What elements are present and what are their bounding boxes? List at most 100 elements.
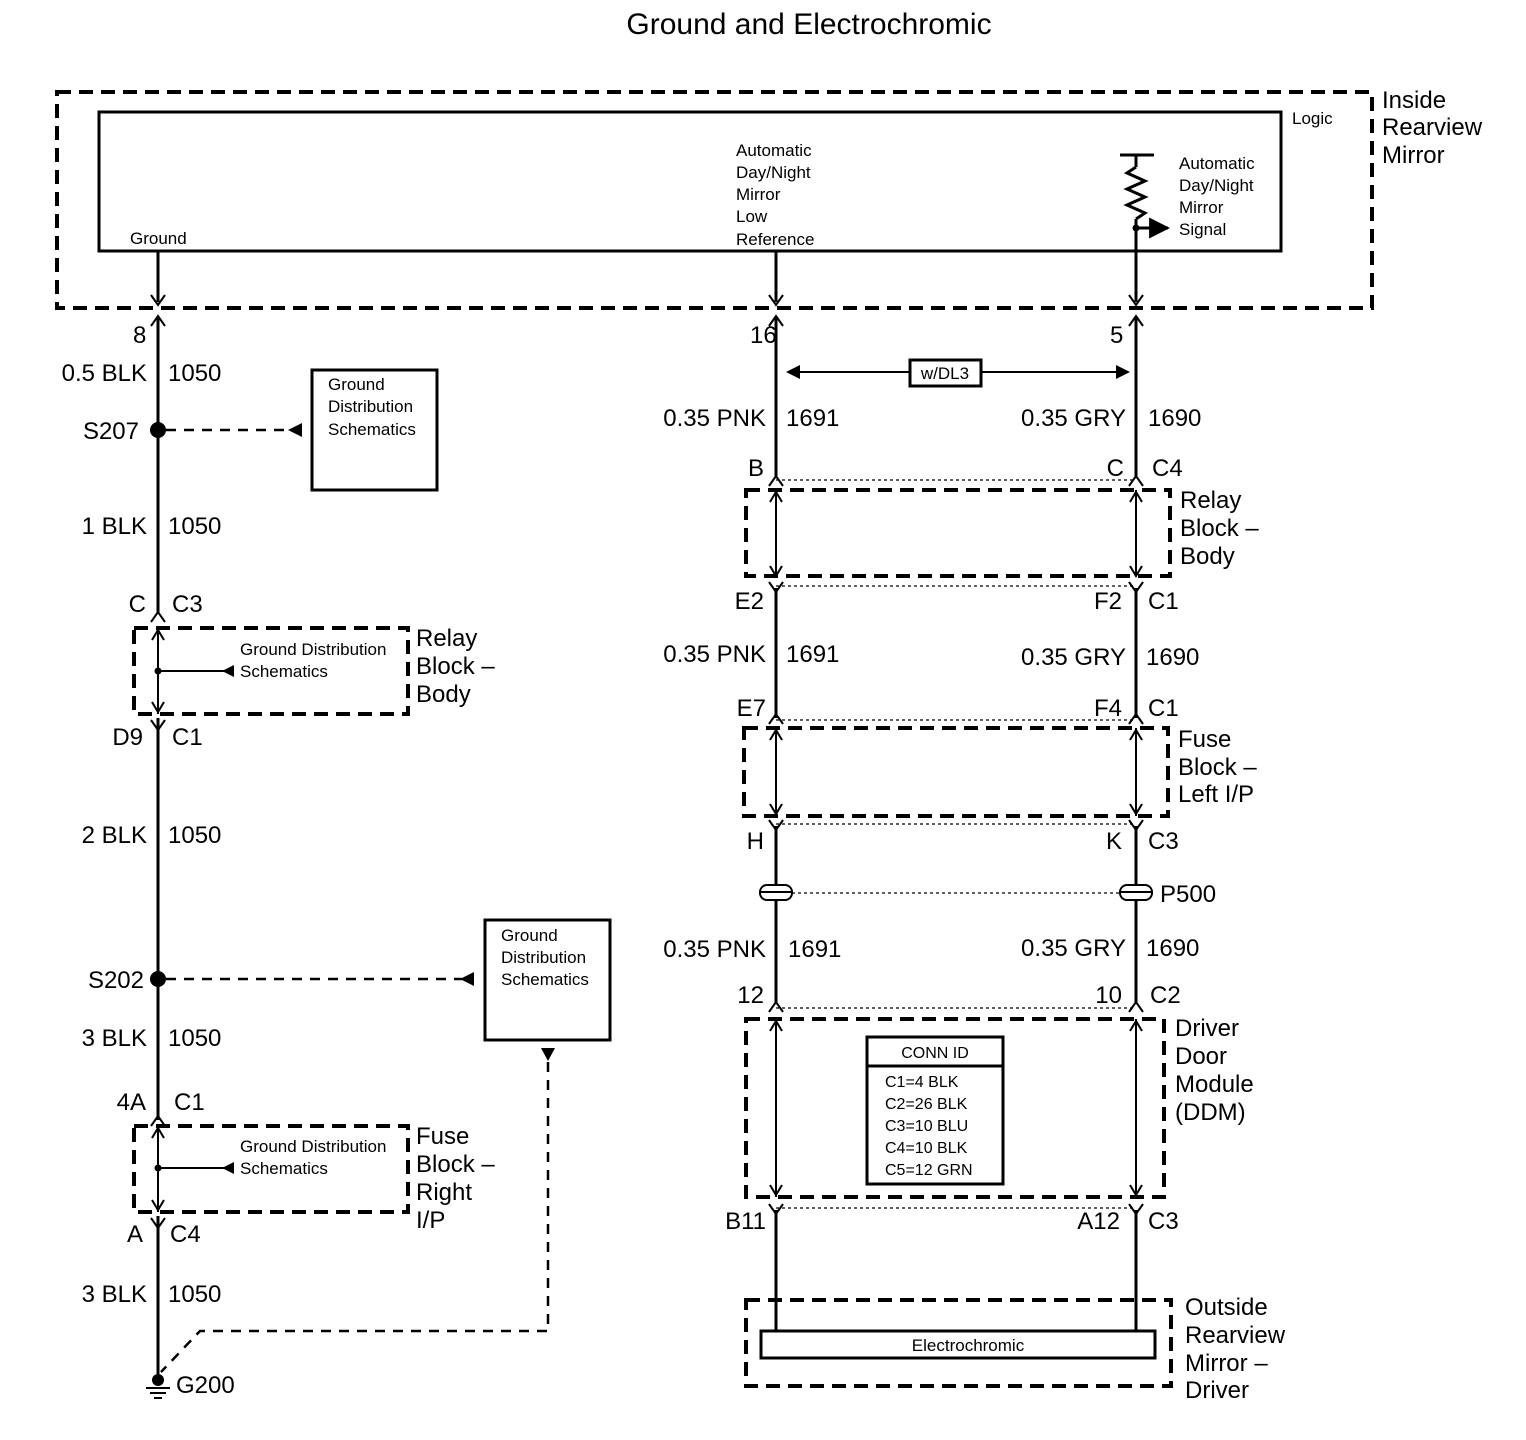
pin-16: 16 xyxy=(750,322,777,349)
wire-label: 0.35 GRY xyxy=(1021,644,1126,671)
ground-dist-label: Schematics xyxy=(240,662,328,681)
pin-label: D9 xyxy=(112,724,143,751)
outside-mirror-label: Mirror – xyxy=(1185,1350,1268,1377)
driver-door-module: Driver Door Module (DDM) CONN ID C1=4 BL… xyxy=(744,1007,1254,1209)
circuit-number: 1050 xyxy=(168,360,221,387)
fuse-block-label: Right xyxy=(416,1179,472,1206)
circuit-number: 1050 xyxy=(168,513,221,540)
pin-label: 4A xyxy=(117,1089,146,1116)
ground-dist-label: Schematics xyxy=(501,970,589,989)
wire-label: 3 BLK xyxy=(82,1281,147,1308)
connector-label: C3 xyxy=(1148,1208,1179,1235)
ground-dist-label: Schematics xyxy=(240,1159,328,1178)
low-ref-label-3: Mirror xyxy=(736,185,781,204)
pin-label: F4 xyxy=(1094,695,1122,722)
pin-label: A xyxy=(127,1221,143,1248)
ddm-label: (DDM) xyxy=(1175,1099,1246,1126)
pin-label: C xyxy=(129,591,146,618)
ground-g200-label: G200 xyxy=(176,1372,235,1399)
conn-id-row: C5=12 GRN xyxy=(885,1162,973,1179)
signal-label-1: Automatic xyxy=(1179,154,1255,173)
circuit-number: 1050 xyxy=(168,1025,221,1052)
pin-5: 5 xyxy=(1110,322,1123,349)
splice-label-s207: S207 xyxy=(83,418,139,445)
fuse-block-label: Left I/P xyxy=(1178,781,1254,808)
connector-label: C1 xyxy=(172,724,203,751)
conn-id-table xyxy=(865,1035,1005,1186)
connector-label: C1 xyxy=(1148,695,1179,722)
diagram-title: Ground and Electrochromic xyxy=(626,8,991,41)
ground-dist-box-2 xyxy=(483,918,612,1042)
outside-rearview-mirror: Electrochromic Outside Rearview Mirror –… xyxy=(744,1294,1286,1404)
logic-box xyxy=(97,110,1283,253)
wire-label: 0.35 PNK xyxy=(663,936,766,963)
wire-label: 0.5 BLK xyxy=(62,360,147,387)
low-ref-label-2: Day/Night xyxy=(736,163,811,182)
splice-s202 xyxy=(150,971,166,987)
connector-label: C3 xyxy=(172,591,203,618)
pin-label: E7 xyxy=(737,695,766,722)
connector-label: C3 xyxy=(1148,828,1179,855)
connector-label: C4 xyxy=(1152,455,1183,482)
fuse-block-label: Fuse xyxy=(1178,726,1231,753)
wire-label: 0.35 PNK xyxy=(663,641,766,668)
wire-label: 0.35 GRY xyxy=(1021,405,1126,432)
relay-block-label: Body xyxy=(416,681,471,708)
ddm-label: Module xyxy=(1175,1071,1254,1098)
circuit-number: 1050 xyxy=(168,822,221,849)
ddm-label: Driver xyxy=(1175,1015,1239,1042)
pnk-circuit: 16 0.35 PNK 1691 B xyxy=(663,251,839,487)
relay-block-label: Block – xyxy=(416,653,495,680)
low-ref-label-1: Automatic xyxy=(736,141,812,160)
ground-dist-label: Distribution xyxy=(501,948,586,967)
wire-label: 1 BLK xyxy=(82,513,147,540)
outside-mirror-label: Rearview xyxy=(1185,1322,1286,1349)
wire-label: 2 BLK xyxy=(82,822,147,849)
ground-symbol-icon xyxy=(146,1374,170,1399)
conn-id-row: C1=4 BLK xyxy=(885,1074,959,1091)
ground-dist-label: Schematics xyxy=(328,420,416,439)
inside-rearview-mirror: Logic Inside Rearview Mirror Ground Auto… xyxy=(55,87,1483,310)
low-ref-label-4: Low xyxy=(736,207,768,226)
ground-dist-label: Ground xyxy=(501,926,558,945)
signal-label-2: Day/Night xyxy=(1179,176,1254,195)
ground-dist-label: Distribution xyxy=(328,397,413,416)
relay-block-label: Relay xyxy=(1180,487,1241,514)
relay-block-label: Block – xyxy=(1180,515,1259,542)
pin-label: 10 xyxy=(1095,982,1122,1009)
circuit-number: 1690 xyxy=(1146,644,1199,671)
conn-id-row: C2=26 BLK xyxy=(885,1096,968,1113)
circuit-number: 1050 xyxy=(168,1281,221,1308)
wire-label: 3 BLK xyxy=(82,1025,147,1052)
pin-label: E2 xyxy=(735,588,764,615)
pin-label: B11 xyxy=(725,1208,766,1235)
fuse-block-left-ip: Fuse Block – Left I/P xyxy=(742,719,1257,825)
relay-block-label: Relay xyxy=(416,625,477,652)
logic-label: Logic xyxy=(1292,109,1333,128)
pin-8: 8 xyxy=(133,322,146,349)
connector-label: C2 xyxy=(1150,982,1181,1009)
splice-s207 xyxy=(150,422,166,438)
circuit-number: 1691 xyxy=(786,405,839,432)
relay-block-body-right: Relay Block – Body xyxy=(744,479,1259,587)
ddm-label: Door xyxy=(1175,1043,1227,1070)
fuse-block-label: Block – xyxy=(1178,754,1257,781)
inside-mirror-label-2: Rearview xyxy=(1382,114,1483,141)
connector-label: C1 xyxy=(174,1089,205,1116)
inline-connector-p500: P500 xyxy=(759,881,1216,908)
fuse-block-label: I/P xyxy=(416,1207,445,1234)
ground-dist-label: Ground Distribution xyxy=(240,1137,386,1156)
option-indicator: w/DL3 xyxy=(786,358,1130,388)
ground-circuit: 8 0.5 BLK 1050 S207 Ground Distribution … xyxy=(62,251,612,1399)
wire-label: 0.35 PNK xyxy=(663,405,766,432)
outside-mirror-label: Outside xyxy=(1185,1294,1268,1321)
inside-mirror-label-3: Mirror xyxy=(1382,142,1445,169)
circuit-number: 1691 xyxy=(786,641,839,668)
circuit-number: 1690 xyxy=(1148,405,1201,432)
pin-label: F2 xyxy=(1094,588,1122,615)
low-ref-label-5: Reference xyxy=(736,230,814,249)
fuse-block-label: Fuse xyxy=(416,1123,469,1150)
ground-dist-label: Ground xyxy=(328,375,385,394)
inside-mirror-label-1: Inside xyxy=(1382,87,1446,114)
